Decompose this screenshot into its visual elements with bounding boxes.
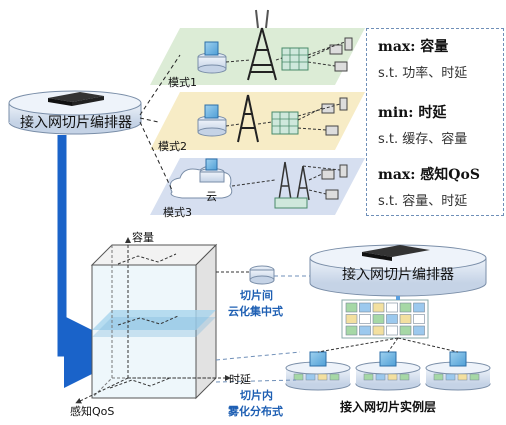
mode-3-label: 模式3: [163, 206, 192, 219]
objective-1-prefix: max:: [378, 39, 421, 55]
grid-cell: [345, 314, 358, 324]
grid-cell: [386, 314, 398, 324]
grid-cell: [345, 325, 358, 336]
mode-2-label: 模式2: [158, 140, 187, 153]
objective-2-prefix: min:: [378, 105, 419, 121]
inter-slice-line1: 切片间: [240, 289, 273, 302]
grid-cell: [399, 302, 412, 313]
grid-cell: [386, 325, 398, 336]
grid-cell: [399, 325, 412, 336]
grid-to-instance-link: [317, 337, 399, 353]
objective-3-constraint: s.t. 容量、时延: [378, 194, 468, 209]
objective-1-constraint: s.t. 功率、时延: [378, 66, 468, 81]
orchestrator-top-shape: [8, 90, 142, 135]
axis-qos-label: 感知QoS: [70, 405, 115, 418]
objective-1: max: 容量: [378, 38, 448, 56]
grid-cell: [345, 302, 358, 313]
slice-instance: [285, 351, 351, 391]
orchestrator-bottom-label: 接入网切片编排器: [342, 267, 454, 283]
grid-cell: [359, 314, 371, 324]
objective-2-constraint: s.t. 缓存、容量: [378, 132, 468, 147]
resource-grid: [341, 299, 429, 339]
grid-cell: [386, 302, 398, 313]
grid-cell: [372, 325, 385, 336]
instance-links: [215, 351, 301, 383]
objective-1-target: 容量: [420, 39, 449, 55]
axis-capacity-label: 容量: [132, 231, 154, 244]
objective-2: min: 时延: [378, 104, 446, 122]
layer2-devices: [197, 94, 348, 143]
grid-cell: [372, 302, 385, 313]
grid-to-instance-link: [387, 337, 399, 353]
grid-cell: [399, 314, 412, 324]
intra-slice-line2: 雾化分布式: [228, 405, 283, 418]
slice-instance: [425, 351, 491, 391]
mode-1-label: 模式1: [168, 76, 197, 89]
objective-3: max: 感知QoS: [378, 166, 480, 184]
objective-2-target: 时延: [418, 105, 447, 121]
orchestrator-links: [139, 54, 181, 191]
layer1-devices: [197, 9, 353, 81]
intra-slice-line1: 切片内: [240, 389, 273, 402]
orchestrator-top-label: 接入网切片编排器: [20, 115, 132, 131]
grid-cell: [413, 302, 425, 313]
grid-cell: [372, 314, 385, 324]
objective-panel: [366, 28, 504, 216]
cloud-label: 云: [206, 190, 217, 203]
layer3-devices: [169, 158, 348, 209]
instance-layer-label: 接入网切片实例层: [340, 400, 437, 414]
grid-cell: [413, 314, 425, 324]
grid-to-instance-link: [397, 337, 459, 353]
grid-cell: [413, 325, 425, 336]
decision-cube: [75, 237, 231, 404]
objective-3-target: 感知QoS: [420, 167, 480, 183]
flow-arrow: [57, 135, 136, 388]
central-cloud-node: [216, 265, 275, 285]
grid-cell: [359, 302, 371, 313]
slice-instances: [285, 337, 491, 391]
objective-3-prefix: max:: [378, 167, 421, 183]
grid-cell: [359, 325, 371, 336]
slice-instance: [355, 351, 421, 391]
inter-slice-line2: 云化集中式: [228, 305, 283, 318]
axis-latency-label: 时延: [229, 373, 251, 386]
